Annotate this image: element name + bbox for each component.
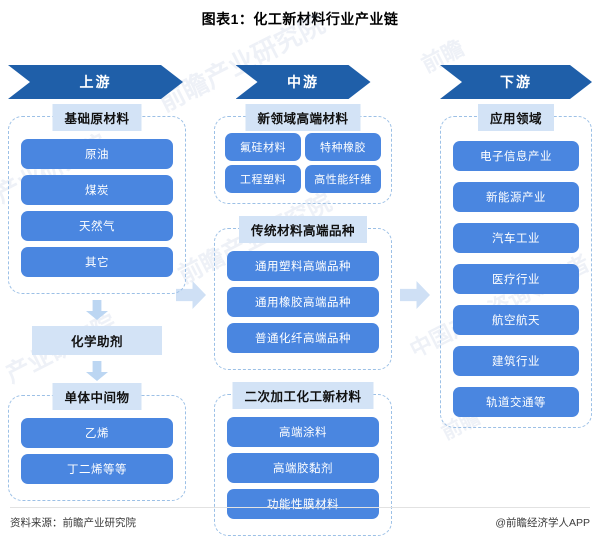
node-item[interactable]: 乙烯 — [21, 418, 173, 448]
node-item[interactable]: 功能性膜材料 — [227, 489, 379, 519]
group-title: 基础原材料 — [52, 104, 142, 131]
arrow-down-icon — [86, 300, 108, 320]
node-item[interactable]: 高性能纤维 — [305, 165, 381, 193]
node-item[interactable]: 建筑行业 — [453, 346, 579, 376]
node-item[interactable]: 医疗行业 — [453, 264, 579, 294]
node-item[interactable]: 其它 — [21, 247, 173, 277]
group-basic-raw-materials: 基础原材料 原油 煤炭 天然气 其它 — [8, 104, 186, 294]
page-title: 图表1：化工新材料行业产业链 — [201, 11, 399, 27]
group-new-field-high-end-materials: 新领域高端材料 氟硅材料 特种橡胶 工程塑料 高性能纤维 — [214, 104, 392, 204]
node-item[interactable]: 工程塑料 — [225, 165, 301, 193]
node-item[interactable]: 煤炭 — [21, 175, 173, 205]
node-item[interactable]: 特种橡胶 — [305, 133, 381, 161]
column-downstream: 下游 应用领域 电子信息产业 新能源产业 汽车工业 医疗行业 航空航天 建筑行业… — [440, 65, 592, 428]
node-item[interactable]: 高端胶黏剂 — [227, 453, 379, 483]
column-midstream: 中游 新领域高端材料 氟硅材料 特种橡胶 工程塑料 高性能纤维 传统材料高端品种… — [214, 65, 392, 536]
group-application-fields: 应用领域 电子信息产业 新能源产业 汽车工业 医疗行业 航空航天 建筑行业 轨道… — [440, 104, 592, 428]
footer-divider — [10, 507, 590, 508]
group-title: 二次加工化工新材料 — [232, 382, 374, 409]
arrow-down-icon — [86, 361, 108, 381]
node-item[interactable]: 航空航天 — [453, 305, 579, 335]
chevron-header-upstream: 上游 — [8, 65, 183, 99]
node-item[interactable]: 新能源产业 — [453, 182, 579, 212]
group-monomer-intermediates: 单体中间物 乙烯 丁二烯等等 — [8, 383, 186, 501]
group-secondary-processed-new-materials: 二次加工化工新材料 高端涂料 高端胶黏剂 功能性膜材料 — [214, 382, 392, 536]
node-item[interactable]: 通用塑料高端品种 — [227, 251, 379, 281]
arrow-midstream-to-downstream-icon — [400, 281, 430, 309]
node-item[interactable]: 通用橡胶高端品种 — [227, 287, 379, 317]
node-item[interactable]: 丁二烯等等 — [21, 454, 173, 484]
column-upstream: 上游 基础原材料 原油 煤炭 天然气 其它 化学助剂 单体中间物 乙烯 丁二烯等… — [8, 65, 186, 501]
industry-chain-diagram: 前瞻产业研究院 前瞻 产业研究院 前瞻产业研究院 中国产业咨询领导者 产业研究院… — [0, 8, 600, 536]
node-item[interactable]: 普通化纤高端品种 — [227, 323, 379, 353]
node-item[interactable]: 天然气 — [21, 211, 173, 241]
node-item[interactable]: 高端涂料 — [227, 417, 379, 447]
node-item[interactable]: 汽车工业 — [453, 223, 579, 253]
credit-label: @前瞻经济学人APP — [495, 517, 590, 529]
node-item[interactable]: 电子信息产业 — [453, 141, 579, 171]
footer: 资料来源：前瞻产业研究院 @前瞻经济学人APP — [0, 507, 600, 530]
node-item[interactable]: 轨道交通等 — [453, 387, 579, 417]
group-title: 新领域高端材料 — [245, 104, 361, 131]
node-chemical-additives: 化学助剂 — [32, 326, 162, 355]
group-title: 应用领域 — [477, 104, 555, 131]
group-title: 单体中间物 — [52, 383, 142, 410]
group-title: 传统材料高端品种 — [238, 216, 368, 243]
chevron-header-midstream: 中游 — [236, 65, 371, 99]
node-item[interactable]: 氟硅材料 — [225, 133, 301, 161]
node-item[interactable]: 原油 — [21, 139, 173, 169]
group-traditional-high-end-varieties: 传统材料高端品种 通用塑料高端品种 通用橡胶高端品种 普通化纤高端品种 — [214, 216, 392, 370]
chevron-header-downstream: 下游 — [440, 65, 592, 99]
source-label: 资料来源：前瞻产业研究院 — [10, 517, 136, 529]
